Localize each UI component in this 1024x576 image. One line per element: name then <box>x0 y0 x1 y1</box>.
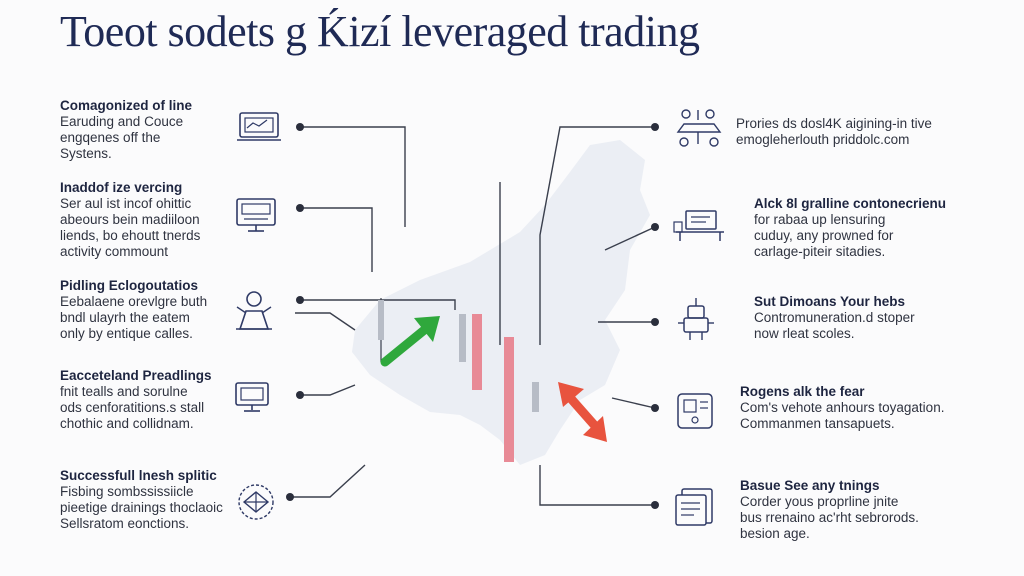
right-connectors <box>499 126 656 506</box>
right-block-2-line: for rabaa up lensuring <box>754 212 886 227</box>
left-block-5-line: Sellsratom eonctions. <box>60 516 190 531</box>
right-block-5-heading: Basue See any tnings <box>740 478 880 493</box>
left-block-4-heading: Eacceteland Preadlings <box>60 368 212 383</box>
right-block-4-heading: Rogens alk the fear <box>740 384 865 399</box>
left-block-4-line: chothic and collidnam. <box>60 416 194 431</box>
left-connectors <box>290 126 456 498</box>
document-icon <box>675 488 713 526</box>
right-block-4-line: Commanmen tansapuets. <box>740 416 895 431</box>
page-title: Toeot sodets g Ḱizí leveraged trading <box>60 7 700 56</box>
right-block-2-line: cuduy, any prowned for <box>754 228 894 243</box>
robot-icon <box>678 298 714 340</box>
right-block-3-line: now rleat scoles. <box>754 326 855 341</box>
right-connector-dots <box>651 123 659 509</box>
right-block-2-heading: Alck 8l gralline contonecrienu <box>754 196 947 211</box>
left-block-2-heading: Inaddof ize vercing <box>60 180 183 195</box>
left-block-1: Comagonized of line Earuding and Couce e… <box>60 98 192 162</box>
right-block-1-line: emogleherlouth priddolc.com <box>736 132 910 147</box>
trader-icon <box>236 291 272 330</box>
right-block-3-line: Contromuneration.d stoper <box>754 310 915 325</box>
candlesticks <box>378 298 539 462</box>
right-block-4: Rogens alk the fear Com's vehote anhours… <box>740 384 944 432</box>
phone-icon <box>677 393 713 429</box>
left-connector-dots <box>286 123 304 501</box>
map-silhouette <box>352 140 650 465</box>
left-block-4: Eacceteland Preadlings fnit tealls and s… <box>60 368 212 432</box>
left-block-5-line: pieetige drainings thoclaoic <box>60 500 223 515</box>
right-block-1-line: Prories ds dosl4K aigining-in tive <box>736 116 932 131</box>
down-arrow <box>558 382 607 442</box>
right-block-5: Basue See any tnings Corder yous proprli… <box>740 478 919 542</box>
left-block-3-line: bndl ulayrh the eatem <box>60 310 190 325</box>
left-block-1-line: Systens. <box>60 146 112 161</box>
left-block-2-line: liends, bo ehoutt tnerds <box>60 228 201 243</box>
right-block-1: Prories ds dosl4K aigining-in tive emogl… <box>736 116 932 148</box>
right-block-2-line: carlage-piteir sitadies. <box>754 244 886 259</box>
left-block-3-heading: Pidling Eclogoutatios <box>60 278 198 293</box>
network-icon <box>238 484 274 520</box>
right-block-5-line: bus rrenaino ac'rht sebrorods. <box>740 510 919 525</box>
desk-icon <box>673 210 724 241</box>
left-block-3: Pidling Eclogoutatios Eebalaene orevlgre… <box>60 278 207 342</box>
left-block-5-line: Fisbing sombssissiicle <box>60 484 194 499</box>
right-block-5-line: Corder yous proprline jnite <box>740 494 899 509</box>
up-arrow <box>380 316 440 367</box>
right-block-3: Sut Dimoans Your hebs Contromuneration.d… <box>754 294 915 342</box>
computer-icon <box>235 382 269 412</box>
right-block-5-line: besion age. <box>740 526 810 541</box>
left-block-2-line: abeours bein madiiloon <box>60 212 200 227</box>
left-block-3-line: only by entique calles. <box>60 326 193 341</box>
left-block-2: Inaddof ize vercing Ser aul ist incof oh… <box>60 180 200 260</box>
right-block-4-line: Com's vehote anhours toyagation. <box>740 400 945 415</box>
left-block-5: Successfull lnesh splitic Fisbing sombss… <box>60 468 223 532</box>
left-block-2-line: Ser aul ist incof ohittic <box>60 196 192 211</box>
left-block-1-line: Earuding and Couce <box>60 114 184 129</box>
laptop-icon <box>237 112 281 141</box>
left-block-4-line: ods cenforatitions.s stall <box>60 400 205 415</box>
scale-icon <box>676 109 722 147</box>
left-block-1-heading: Comagonized of line <box>60 98 193 113</box>
left-block-2-line: activity commount <box>60 244 169 259</box>
monitor-icon <box>236 198 276 232</box>
right-block-2: Alck 8l gralline contonecrienu for rabaa… <box>754 196 946 260</box>
left-block-3-line: Eebalaene orevlgre buth <box>60 294 208 309</box>
left-block-5-heading: Successfull lnesh splitic <box>60 468 217 483</box>
left-block-4-line: fnit tealls and sorulne <box>60 384 188 399</box>
right-block-3-heading: Sut Dimoans Your hebs <box>754 294 906 309</box>
left-block-1-line: engqenes off the <box>60 130 161 145</box>
